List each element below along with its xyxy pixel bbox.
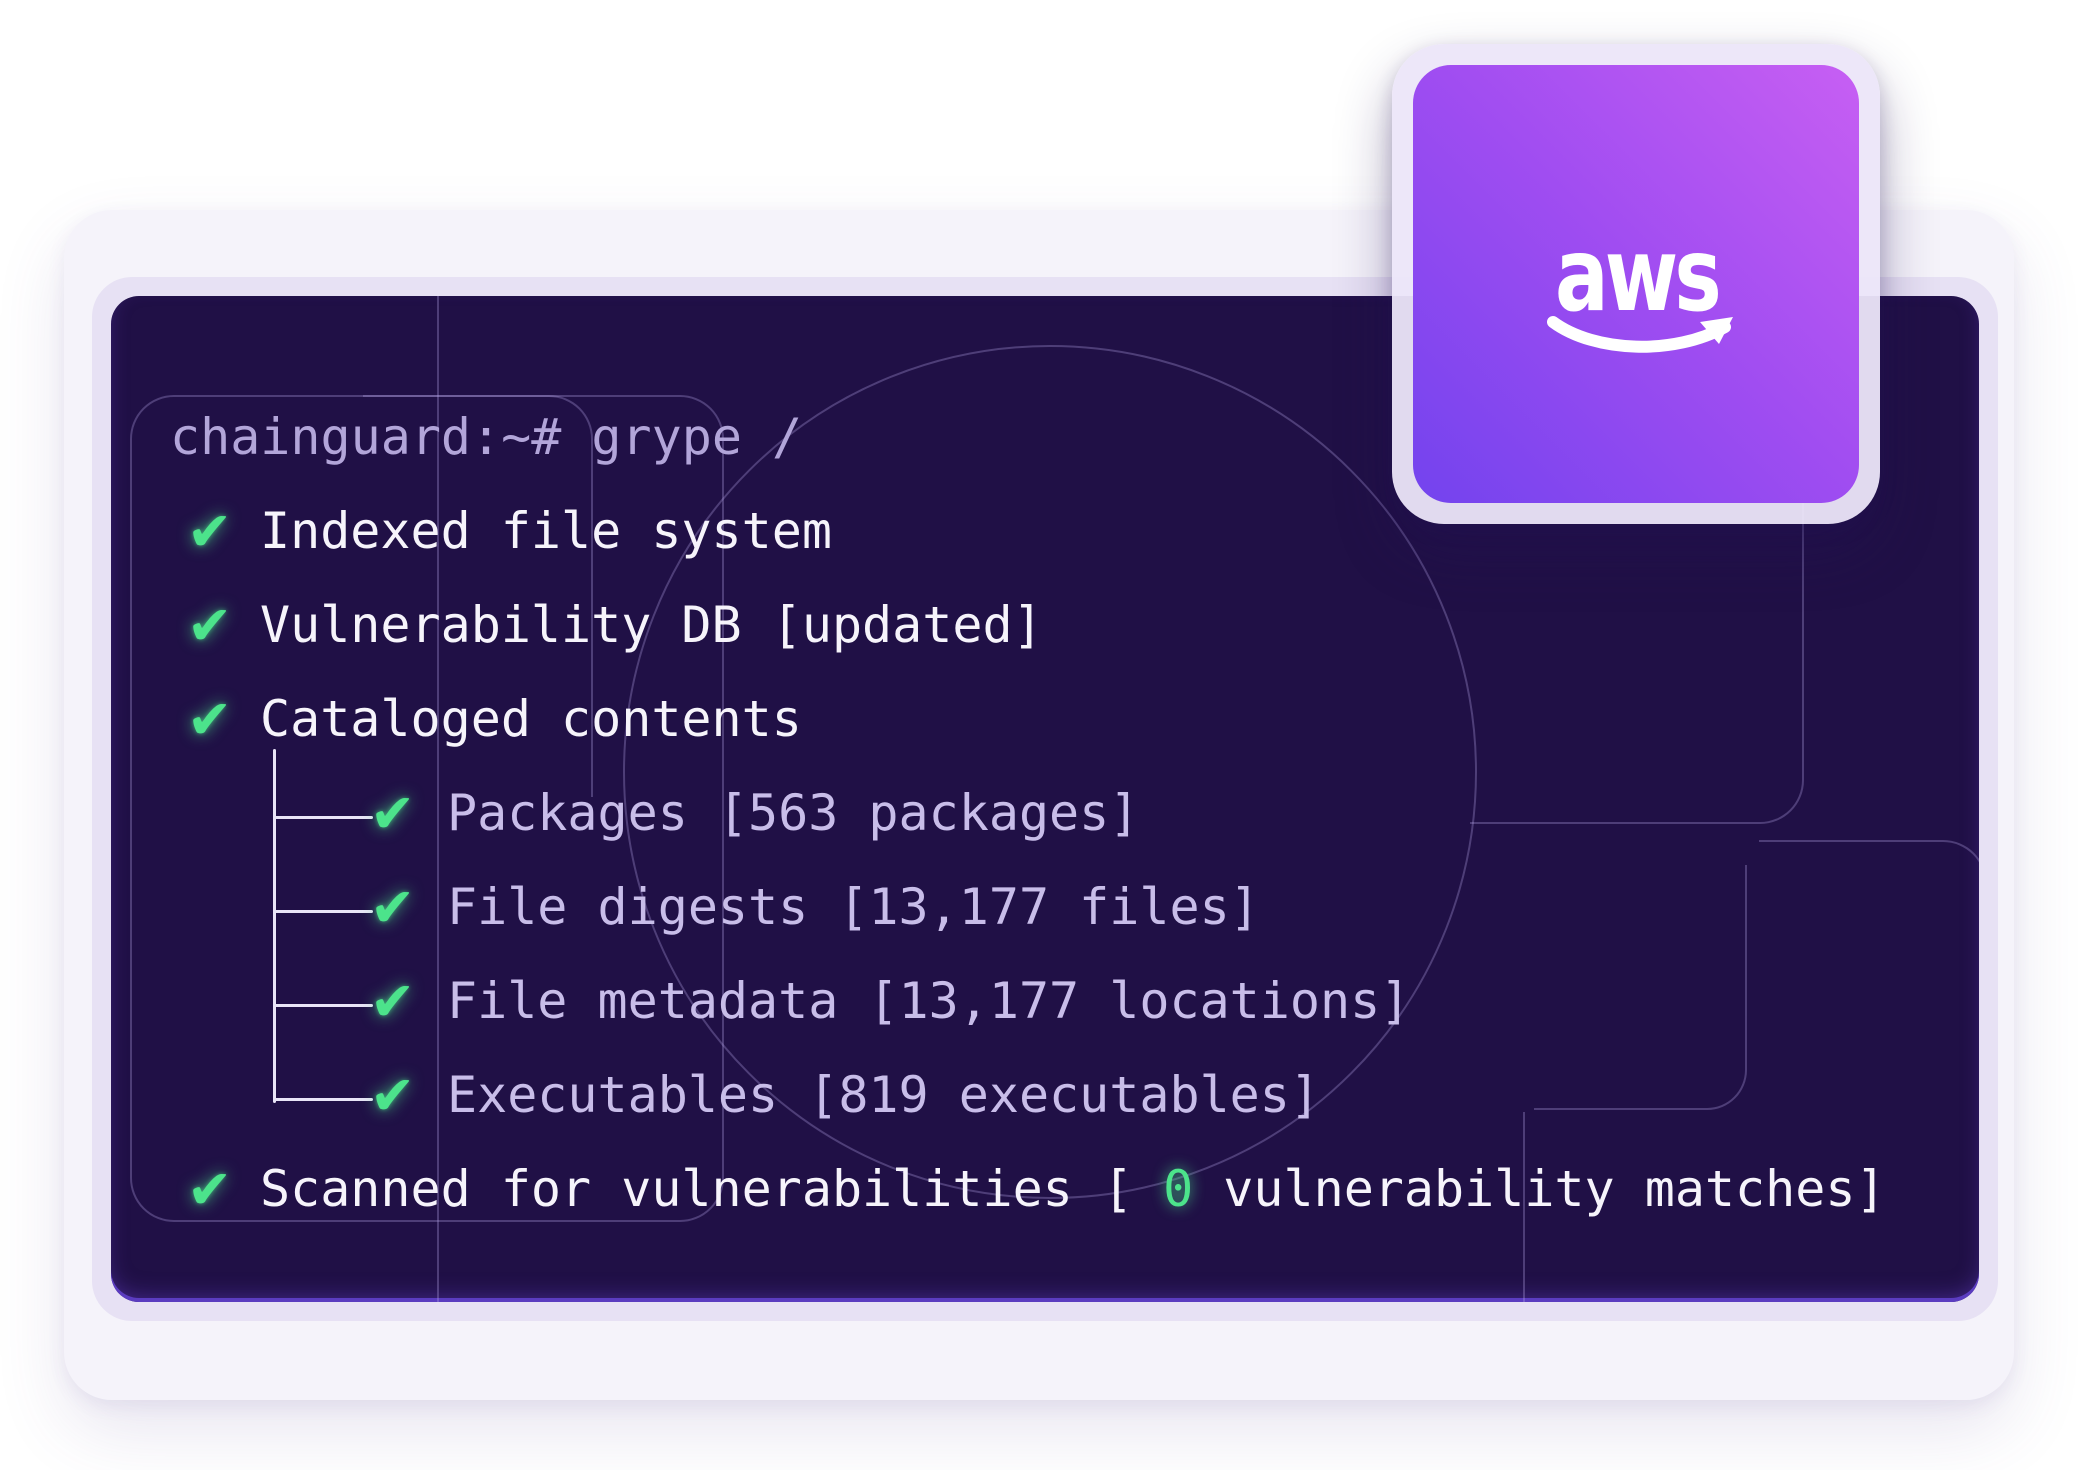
tree-branch-line <box>273 1098 373 1101</box>
tree-branch-line <box>273 910 373 913</box>
scan-prefix: Scanned for vulnerabilities [ <box>260 1160 1164 1218</box>
line-text: Executables [819 executables] <box>447 1066 1320 1124</box>
check-icon: ✔ <box>187 687 233 751</box>
line-text: Scanned for vulnerabilities [ 0 vulnerab… <box>260 1160 1886 1218</box>
terminal-line-scanned: ✔ Scanned for vulnerabilities [ 0 vulner… <box>187 1142 1886 1236</box>
terminal-line-file-digests: ✔ File digests [13,177 files] <box>370 860 1260 954</box>
check-icon: ✔ <box>370 781 416 845</box>
line-text: File digests [13,177 files] <box>447 878 1260 936</box>
terminal-line-file-metadata: ✔ File metadata [13,177 locations] <box>370 954 1410 1048</box>
terminal-line-executables: ✔ Executables [819 executables] <box>370 1048 1320 1142</box>
check-icon: ✔ <box>370 875 416 939</box>
terminal-line-vulnerability-db: ✔ Vulnerability DB [updated] <box>187 578 1043 672</box>
zero-matches-count: 0 <box>1163 1160 1194 1218</box>
terminal-line-cataloged: ✔ Cataloged contents <box>187 672 802 766</box>
line-text: File metadata [13,177 locations] <box>447 972 1411 1030</box>
aws-badge: aws <box>1392 44 1880 524</box>
line-text: Vulnerability DB [updated] <box>260 596 1043 654</box>
check-icon: ✔ <box>187 593 233 657</box>
check-icon: ✔ <box>370 1063 416 1127</box>
line-text: Indexed file system <box>260 502 832 560</box>
check-icon: ✔ <box>187 1157 233 1221</box>
check-icon: ✔ <box>370 969 416 1033</box>
prompt-text: chainguard:~# grype / <box>170 408 803 466</box>
tree-branch-line <box>273 816 373 819</box>
line-text: Packages [563 packages] <box>447 784 1140 842</box>
aws-logo-text: aws <box>1554 216 1722 335</box>
aws-badge-tile: aws <box>1413 65 1859 503</box>
tree-vertical-line <box>273 749 276 1103</box>
tree-branch-line <box>273 1004 373 1007</box>
terminal-line-indexed: ✔ Indexed file system <box>187 484 832 578</box>
check-icon: ✔ <box>187 499 233 563</box>
line-text: Cataloged contents <box>260 690 802 748</box>
terminal-prompt-line: chainguard:~# grype / <box>170 390 802 484</box>
aws-smile-icon <box>1547 316 1733 353</box>
terminal-line-packages: ✔ Packages [563 packages] <box>370 766 1139 860</box>
decor-rounded-rect-right-3 <box>1534 865 1747 1110</box>
scan-suffix: vulnerability matches] <box>1193 1160 1886 1218</box>
